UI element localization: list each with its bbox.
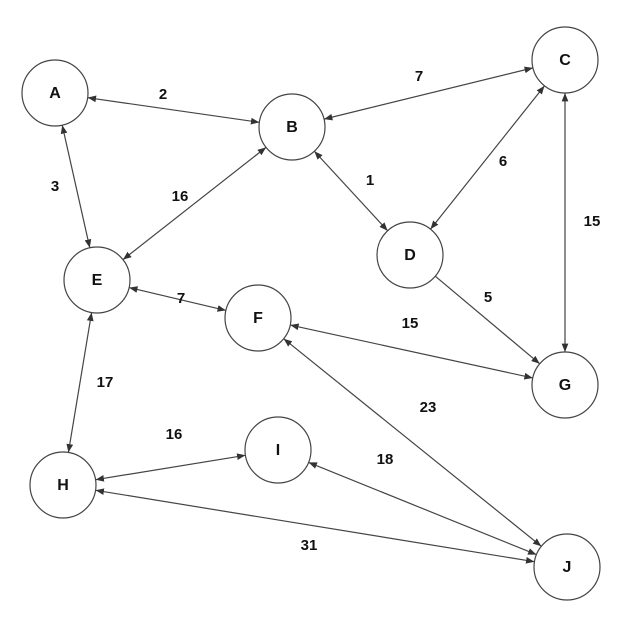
node-label: C — [559, 52, 571, 69]
edge-weight-label: 16 — [166, 426, 183, 443]
node-label: I — [276, 442, 280, 459]
edge-a-e — [60, 125, 92, 248]
edge-weight-label: 16 — [172, 188, 189, 205]
edge-f-j — [283, 338, 542, 547]
node-h — [29, 451, 97, 519]
edge-weight-label: 15 — [584, 213, 601, 230]
edge-weight-label: 3 — [51, 178, 59, 195]
edge-weight-label: 23 — [420, 399, 437, 416]
node-label: B — [286, 119, 298, 136]
node-label: D — [404, 247, 416, 264]
edge-weight-label: 7 — [415, 68, 423, 85]
node-f — [224, 284, 292, 352]
node-label: J — [563, 559, 572, 576]
edge-a-b — [87, 95, 260, 125]
edge-f-g — [290, 323, 533, 380]
node-e — [63, 246, 131, 314]
edge-weight-label: 31 — [301, 537, 318, 554]
edge-weight-label: 5 — [484, 289, 492, 306]
edge-h-i — [95, 453, 246, 482]
node-b — [258, 93, 326, 161]
edge-i-j — [308, 461, 537, 556]
edge-b-e — [122, 146, 267, 261]
edge-b-c — [323, 66, 534, 121]
edge-e-f — [128, 286, 227, 312]
node-i — [244, 416, 312, 484]
edge-weight-label: 2 — [159, 86, 167, 103]
edge-weight-label: 18 — [377, 451, 394, 468]
edge-weight-label: 6 — [499, 153, 507, 170]
node-g — [531, 351, 599, 419]
edge-e-h — [66, 312, 94, 453]
node-j — [533, 533, 601, 601]
edge-weight-label: 7 — [177, 290, 185, 307]
node-label: G — [559, 377, 571, 394]
edge-h-j — [95, 488, 535, 564]
node-label: E — [92, 272, 103, 289]
node-label: H — [57, 477, 69, 494]
node-label: A — [49, 85, 61, 102]
edge-b-d — [313, 150, 389, 232]
node-c — [531, 26, 599, 94]
node-a — [21, 59, 89, 127]
edge-weight-label: 1 — [366, 172, 374, 189]
node-d — [376, 221, 444, 289]
edge-c-d — [430, 85, 545, 230]
edge-weight-label: 15 — [402, 315, 419, 332]
node-label: F — [253, 310, 263, 327]
edge-weight-label: 17 — [97, 374, 114, 391]
